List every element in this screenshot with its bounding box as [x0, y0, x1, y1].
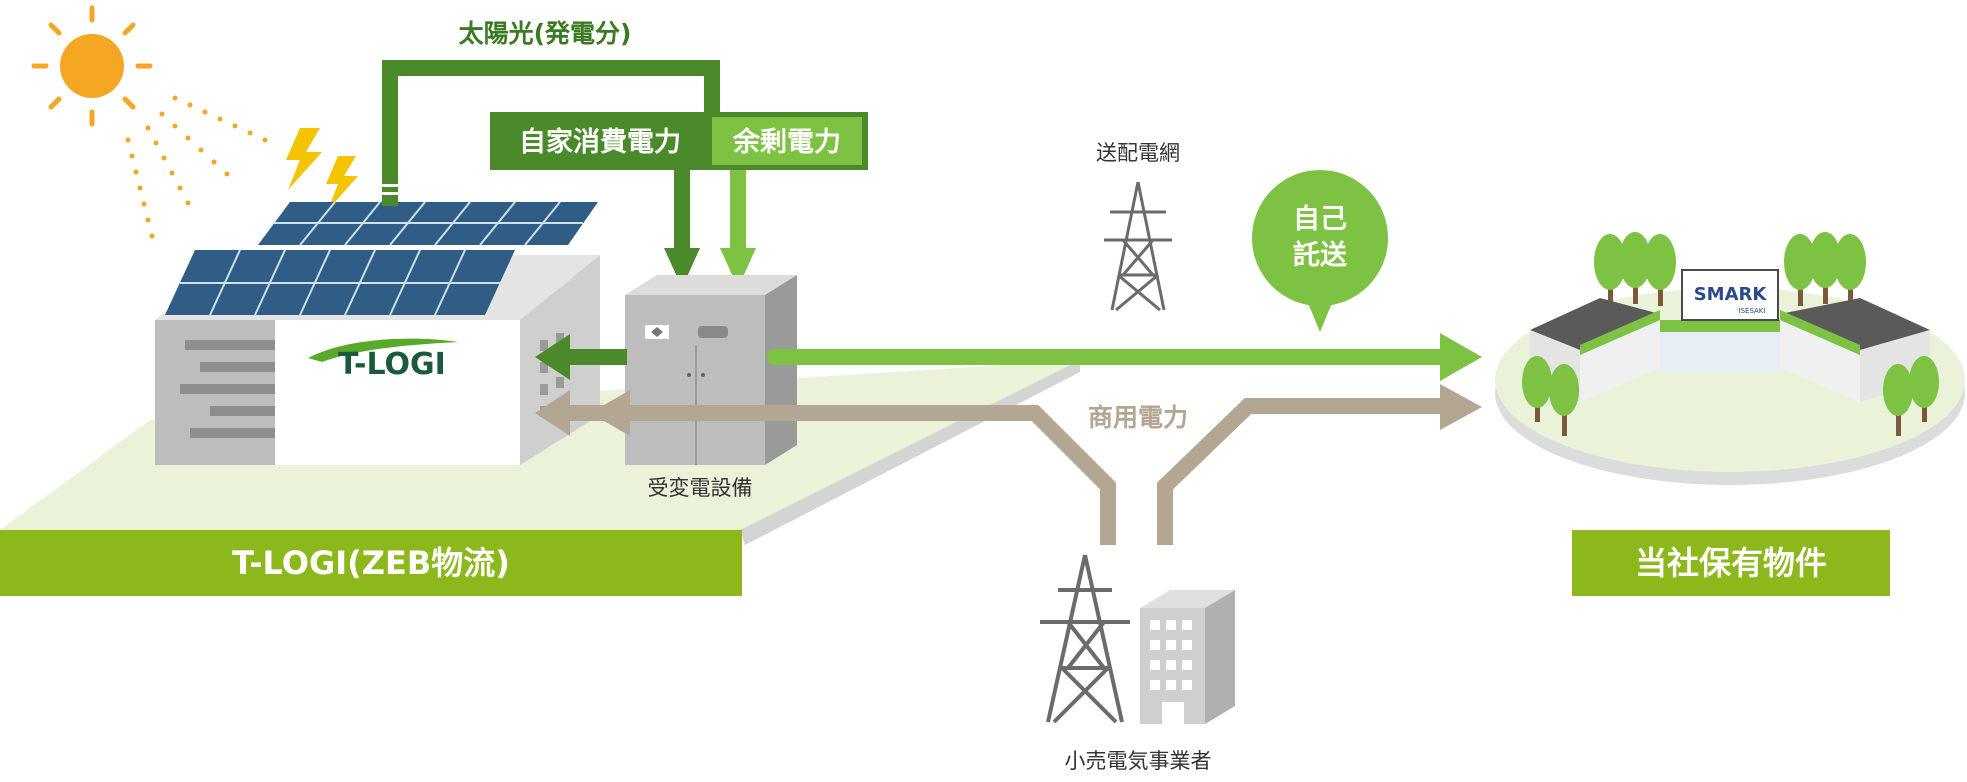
trees	[1522, 356, 1939, 436]
tlogi-banner	[0, 530, 742, 596]
commercial-power-label: 商用電力	[1088, 403, 1188, 432]
substation-label: 受変電設備	[648, 476, 753, 500]
trees	[1594, 232, 1866, 306]
lightning-icon	[286, 128, 322, 190]
self-wheeling-bubble	[1252, 170, 1388, 332]
svg-text:ISESAKI: ISESAKI	[1739, 307, 1766, 315]
sun-icon	[31, 5, 268, 239]
solar-feed-line	[382, 60, 720, 206]
office-building-icon	[1140, 590, 1235, 724]
commercial-arrow-to-substation	[590, 390, 630, 436]
svg-text:SMARK: SMARK	[1694, 284, 1768, 305]
property-building	[1530, 298, 1930, 402]
surplus-power-cell	[712, 117, 862, 165]
tlogi-building	[155, 255, 600, 465]
tlogi-banner-label: T-LOGI(ZEB物流)	[232, 544, 510, 582]
property-banner	[1572, 530, 1890, 596]
surplus-power-label: 余剰電力	[732, 126, 841, 158]
surplus-arrow	[720, 170, 756, 288]
retail-tower-icon	[1040, 554, 1130, 724]
self-wheeling-arrow	[767, 333, 1482, 381]
lightning-icon	[326, 156, 358, 210]
self-consumption-label: 自家消費電力	[519, 126, 681, 158]
green-arrow-to-tlogi	[535, 334, 627, 380]
solar-generation-label: 太陽光(発電分)	[459, 19, 632, 48]
self-consumption-arrow	[664, 170, 700, 288]
commercial-arrow-to-property	[1440, 384, 1482, 430]
transmission-tower-icon	[1104, 181, 1172, 312]
transmission-grid-label: 送配電網	[1096, 141, 1180, 165]
self-wheeling-label: 託送	[1293, 239, 1347, 271]
tlogi-logo: T-LOGI	[308, 338, 458, 382]
solar-panel	[165, 201, 598, 316]
property-banner-label: 当社保有物件	[1635, 544, 1827, 582]
smark-sign: SMARK ISESAKI	[1681, 269, 1779, 321]
commercial-power-path	[630, 398, 1442, 545]
retail-provider-label: 小売電気事業者	[1065, 749, 1212, 773]
self-wheeling-label: 自己	[1293, 203, 1347, 235]
substation-equipment	[625, 275, 797, 465]
svg-text:T-LOGI: T-LOGI	[338, 347, 446, 382]
